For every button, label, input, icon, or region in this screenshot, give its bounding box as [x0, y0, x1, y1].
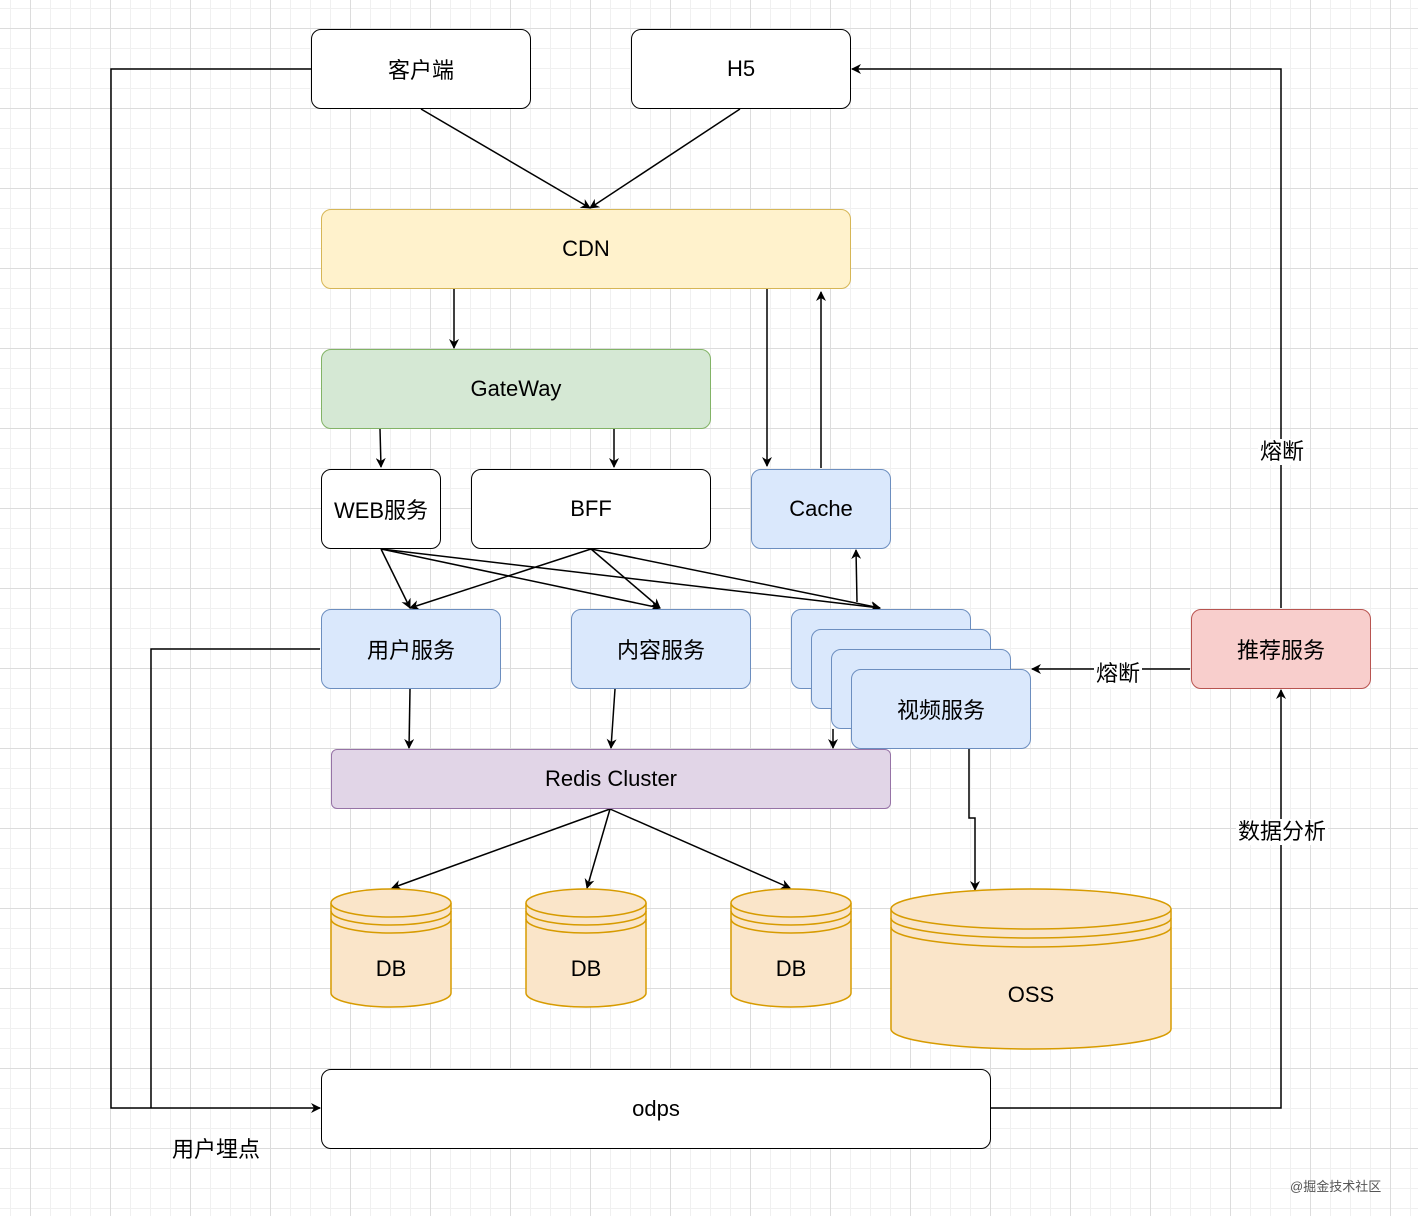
edge-bff-content: [590, 548, 661, 609]
edge-video-oss: [968, 749, 980, 891]
client-node[interactable]: 客户端: [311, 29, 531, 109]
odps-label: odps: [632, 1096, 680, 1121]
gateway-node[interactable]: GateWay: [321, 349, 711, 429]
video-service-label: 视频服务: [896, 698, 985, 723]
recommend-service-node[interactable]: 推荐服务: [1191, 609, 1371, 689]
cdn-label: CDN: [562, 236, 610, 261]
edge-bff-user: [409, 548, 592, 610]
edge-content-redis: [606, 688, 617, 749]
web-service-label: WEB服务: [333, 498, 429, 523]
h5-label: H5: [726, 56, 756, 81]
fuse-label-video: 熔断: [1094, 661, 1143, 687]
db-node-3[interactable]: DB: [730, 888, 852, 1010]
user-tracking-label: 用户埋点: [172, 1137, 261, 1162]
db-node-2[interactable]: DB: [525, 888, 647, 1010]
fuse-label-top: 熔断: [1258, 439, 1307, 465]
data-analysis-label: 数据分析: [1236, 819, 1329, 845]
edge-gateway-web: [375, 428, 386, 468]
edge-redis-db1: [391, 808, 611, 890]
edge-client-odps: [110, 68, 321, 1113]
storage-icon: [890, 888, 1172, 1050]
db-label: DB: [775, 956, 807, 981]
edge-bff-video: [590, 548, 881, 612]
cache-node[interactable]: Cache: [751, 469, 891, 549]
content-service-label: 内容服务: [616, 638, 705, 663]
edge-user-odps: [150, 648, 320, 1108]
user-service-node[interactable]: 用户服务: [321, 609, 501, 689]
edge-redis-db2: [584, 808, 611, 889]
edge-redis-db3: [609, 808, 791, 889]
edge-web-content: [380, 548, 661, 612]
user-service-label: 用户服务: [366, 638, 455, 663]
h5-node[interactable]: H5: [631, 29, 851, 109]
gateway-label: GateWay: [470, 376, 562, 401]
edge-video-cache: [851, 549, 862, 603]
database-icon: [330, 888, 452, 1008]
edge-recommend-h5: [851, 64, 1282, 608]
edge-web-video: [380, 548, 881, 612]
redis-cluster-label: Redis Cluster: [544, 766, 678, 791]
db-label: DB: [570, 956, 602, 981]
edge-web-user: [380, 548, 411, 609]
odps-node[interactable]: odps: [321, 1069, 991, 1149]
oss-label: OSS: [1007, 982, 1055, 1007]
db-node-1[interactable]: DB: [330, 888, 452, 1010]
db-label: DB: [375, 956, 407, 981]
edge-h5-cdn: [589, 108, 741, 209]
bff-label: BFF: [570, 496, 612, 521]
database-icon: [525, 888, 647, 1008]
content-service-node[interactable]: 内容服务: [571, 609, 751, 689]
web-service-node[interactable]: WEB服务: [321, 469, 441, 549]
watermark: @掘金技术社区: [1290, 1179, 1382, 1194]
cdn-node[interactable]: CDN: [321, 209, 851, 289]
redis-cluster-node[interactable]: Redis Cluster: [331, 749, 891, 809]
video-service-node[interactable]: 视频服务: [851, 669, 1031, 749]
database-icon: [730, 888, 852, 1008]
edge-user-redis: [404, 688, 415, 749]
bff-node[interactable]: BFF: [471, 469, 711, 549]
oss-node[interactable]: OSS: [890, 888, 1172, 1050]
recommend-service-label: 推荐服务: [1236, 638, 1325, 663]
edge-client-cdn: [420, 108, 591, 209]
client-label: 客户端: [387, 58, 454, 83]
cache-label: Cache: [789, 496, 853, 521]
